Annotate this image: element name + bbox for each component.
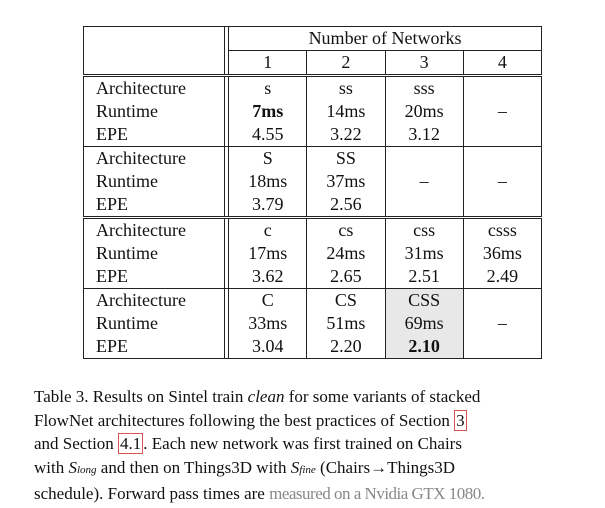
- table-cell: [463, 335, 543, 359]
- column-number: 4: [463, 50, 543, 76]
- column-number: 3: [385, 50, 464, 76]
- row-label: EPE: [83, 193, 225, 218]
- table-row: Runtime 17ms 24ms 31ms 36ms: [83, 242, 543, 265]
- header-title: Number of Networks: [228, 26, 542, 51]
- caption-line: Table 3. Results on Sintel train clean f…: [34, 387, 481, 406]
- table-cell: 3.79: [228, 193, 308, 218]
- table-caption: Table 3. Results on Sintel train clean f…: [34, 385, 534, 506]
- row-label: EPE: [83, 335, 225, 359]
- table-cell: 4.55: [228, 123, 308, 147]
- table-cell: c: [228, 216, 308, 242]
- table-cell: 3.12: [385, 123, 464, 147]
- table-cell: s: [228, 74, 308, 100]
- table-cell-best: 7ms: [228, 100, 308, 123]
- table-header-row: Number of Networks: [83, 26, 542, 51]
- table-cell: 2.20: [306, 335, 386, 359]
- row-label: EPE: [83, 123, 225, 147]
- row-label: Architecture: [83, 288, 225, 312]
- column-number: 1: [228, 50, 308, 76]
- table-cell: cs: [306, 216, 386, 242]
- caption-line: with Slong and then on Things3D with Sfi…: [34, 457, 456, 477]
- table-cell: [385, 146, 464, 170]
- table-cell: –: [463, 170, 543, 193]
- table-cell: css: [385, 216, 464, 242]
- caption-line: and Section 4.1. Each new network was fi…: [34, 433, 462, 454]
- table-cell: ss: [306, 74, 386, 100]
- table-cell: SS: [306, 146, 386, 170]
- table-cell: 3.62: [228, 265, 308, 289]
- table-cell: [463, 123, 543, 147]
- row-label: Runtime: [83, 170, 225, 193]
- table-cell: 33ms: [228, 312, 308, 335]
- table-cell: C: [228, 288, 308, 312]
- table-cell: 51ms: [306, 312, 386, 335]
- table-cell: 17ms: [228, 242, 308, 265]
- caption-line: schedule). Forward pass times are measur…: [34, 484, 485, 503]
- table-cell: 2.56: [306, 193, 386, 218]
- table-cell: sss: [385, 74, 464, 100]
- row-label: Runtime: [83, 312, 225, 335]
- table-cell: 2.49: [463, 265, 543, 289]
- row-label: Architecture: [83, 146, 225, 170]
- results-table: Number of Networks 1 2 3 4 Architecture …: [83, 26, 543, 359]
- section-ref-link[interactable]: 3: [454, 409, 467, 431]
- row-label: Architecture: [83, 74, 225, 100]
- table-row: Architecture S SS: [83, 146, 543, 170]
- table-row: Architecture s ss sss: [83, 74, 543, 100]
- caption-emphasis: clean: [247, 387, 285, 406]
- table-cell-best: 2.10: [385, 335, 464, 359]
- table-cell: 20ms: [385, 100, 464, 123]
- table-cell: –: [463, 312, 543, 335]
- table-cell: 2.51: [385, 265, 464, 289]
- table-cell: [385, 193, 464, 218]
- table-cell: S: [228, 146, 308, 170]
- table-cell: 36ms: [463, 242, 543, 265]
- table-cell: –: [385, 170, 464, 193]
- table-cell: 31ms: [385, 242, 464, 265]
- caption-line: FlowNet architectures following the best…: [34, 409, 467, 431]
- table-row: Runtime 33ms 51ms 69ms –: [83, 312, 543, 335]
- table-row: Architecture C CS CSS: [83, 288, 543, 312]
- table-cell: –: [463, 100, 543, 123]
- table-cell: 37ms: [306, 170, 386, 193]
- table-row: EPE 3.04 2.20 2.10: [83, 335, 543, 359]
- table-cell: CS: [306, 288, 386, 312]
- table-cell: [463, 193, 543, 218]
- section-ref-link[interactable]: 4.1: [118, 433, 144, 454]
- table-cell: 24ms: [306, 242, 386, 265]
- table-cell: [463, 146, 543, 170]
- table-cell: 18ms: [228, 170, 308, 193]
- table-cell: csss: [463, 216, 543, 242]
- table-cell: 2.65: [306, 265, 386, 289]
- table-cell: [463, 288, 543, 312]
- table-row: Runtime 18ms 37ms – –: [83, 170, 543, 193]
- caption-faded-text: measured on a Nvidia GTX 1080.: [269, 484, 485, 503]
- row-label: EPE: [83, 265, 225, 289]
- table-row: Architecture c cs css csss: [83, 216, 543, 242]
- table-row: EPE 3.79 2.56: [83, 193, 543, 218]
- row-label: Runtime: [83, 242, 225, 265]
- table-cell-highlighted: 69ms: [385, 312, 464, 335]
- table-row: EPE 3.62 2.65 2.51 2.49: [83, 265, 543, 289]
- table-cell: 14ms: [306, 100, 386, 123]
- table-cell: 3.22: [306, 123, 386, 147]
- table-row: Runtime 7ms 14ms 20ms –: [83, 100, 543, 123]
- table-cell-highlighted: CSS: [385, 288, 464, 312]
- table-cell: [463, 74, 543, 100]
- row-label: Runtime: [83, 100, 225, 123]
- table-cell: 3.04: [228, 335, 308, 359]
- row-label: Architecture: [83, 216, 225, 242]
- table-row: EPE 4.55 3.22 3.12: [83, 123, 543, 147]
- column-numbers-row: 1 2 3 4: [83, 50, 543, 76]
- column-number: 2: [306, 50, 386, 76]
